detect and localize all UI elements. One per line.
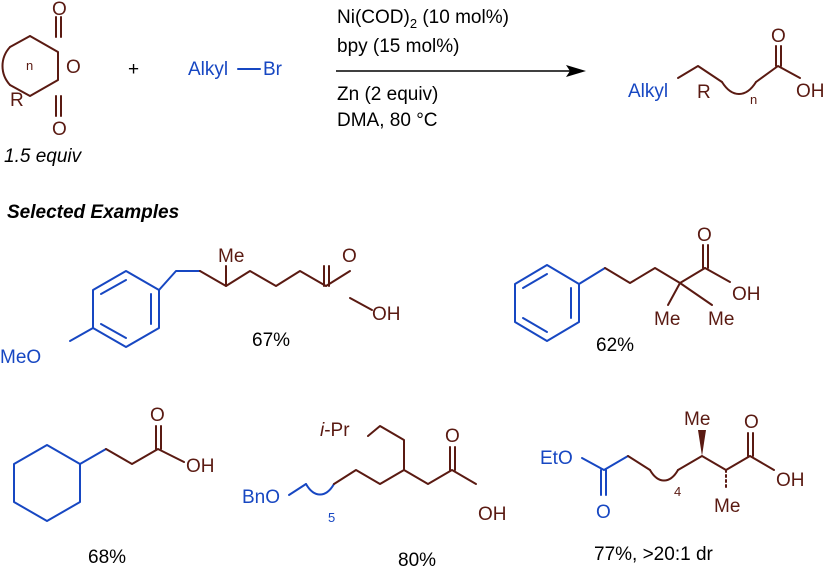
- anhydride-ring-o: O: [66, 57, 81, 78]
- anhydride-structure: O O O R n 1.5 equiv: [1, 0, 83, 167]
- anhydride-r-group: R: [10, 90, 24, 111]
- selected-examples-header: Selected Examples: [7, 202, 179, 223]
- ex4-isopropyl-prefix: i: [320, 420, 325, 441]
- anhydride-carbonyl-o-top: O: [52, 0, 67, 20]
- reaction-arrow: [336, 65, 586, 77]
- ex5-chain-n: 4: [674, 484, 681, 499]
- example-5: EtO O Me Me O OH 4 77%, >20:1 dr: [540, 409, 805, 565]
- alkyl-bromide-alkyl: Alkyl: [188, 59, 228, 80]
- ex4-benzyloxy: BnO: [242, 487, 280, 508]
- ex3-hydroxyl: OH: [186, 456, 215, 477]
- solvent-temperature: DMA, 80 °C: [337, 110, 438, 131]
- alkyl-bromide-br: Br: [263, 59, 283, 80]
- conditions: Ni(COD)2 (10 mol%) bpy (15 mol%) Zn (2 e…: [337, 7, 509, 131]
- ex5-ester-o: O: [596, 502, 611, 523]
- ex3-yield: 68%: [88, 547, 126, 568]
- product-n: n: [750, 92, 757, 107]
- product-alkyl: Alkyl: [628, 81, 668, 102]
- ex4-yield: 80%: [398, 550, 436, 571]
- catalyst: Ni(COD): [337, 7, 410, 28]
- reductant: Zn (2 equiv): [337, 84, 438, 105]
- product-carbonyl-o: O: [771, 26, 786, 47]
- svg-text:i-Pr: i-Pr: [320, 420, 350, 441]
- example-4: BnO i-Pr O OH 5 80%: [242, 420, 507, 571]
- example-1: MeO Me O OH 67%: [0, 246, 401, 368]
- anhydride-carbonyl-o-bottom: O: [52, 119, 67, 140]
- ex2-carbonyl-o: O: [697, 225, 712, 246]
- ex2-methyl-1: Me: [654, 309, 680, 330]
- ex4-hydroxyl: OH: [478, 504, 507, 525]
- ex4-carbonyl-o: O: [445, 426, 460, 447]
- svg-text:Ni(COD)2 (10 mol%): Ni(COD)2 (10 mol%): [337, 7, 509, 31]
- ex1-yield: 67%: [252, 330, 290, 351]
- ex1-methoxy: MeO: [0, 347, 41, 368]
- product-hydroxyl: OH: [796, 81, 825, 102]
- ex1-methyl: Me: [218, 246, 244, 267]
- catalyst-loading: (10 mol%): [417, 7, 509, 28]
- ex5-yield: 77%, >20:1 dr: [594, 544, 714, 565]
- ligand: bpy (15 mol%): [337, 36, 460, 57]
- product-structure: Alkyl R n O OH: [628, 26, 825, 107]
- product-r-group: R: [697, 82, 711, 103]
- ex1-hydroxyl: OH: [372, 304, 401, 325]
- example-3: O OH 68%: [13, 405, 215, 568]
- example-2: O OH Me Me 62%: [514, 225, 761, 356]
- alkyl-bromide: Alkyl Br: [188, 59, 283, 80]
- ex3-carbonyl-o: O: [150, 405, 165, 426]
- ex5-carbonyl-o: O: [744, 412, 759, 433]
- ex1-carbonyl-o: O: [342, 246, 357, 267]
- anhydride-ring-n: n: [26, 58, 33, 73]
- ex2-methyl-2: Me: [708, 309, 734, 330]
- ex2-hydroxyl: OH: [732, 284, 761, 305]
- ex5-hydroxyl: OH: [776, 470, 805, 491]
- ex2-yield: 62%: [596, 335, 634, 356]
- catalyst-subscript: 2: [410, 16, 417, 31]
- anhydride-equiv: 1.5 equiv: [4, 146, 83, 167]
- ex5-methyl-bottom: Me: [714, 496, 740, 517]
- ex4-isopropyl-suffix: -Pr: [324, 420, 350, 441]
- ex4-chain-n: 5: [328, 510, 335, 525]
- ex5-ethoxy: EtO: [540, 448, 573, 469]
- plus-sign: +: [128, 59, 139, 80]
- ex5-methyl-top: Me: [684, 409, 710, 430]
